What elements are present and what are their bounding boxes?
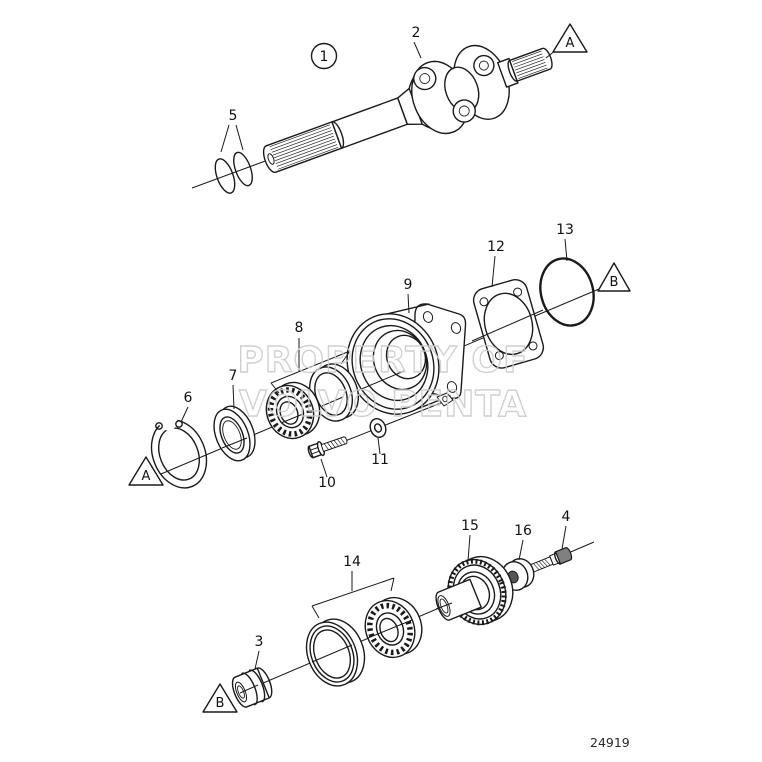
- bushing: [231, 667, 273, 708]
- drive-shaft: [262, 44, 553, 173]
- callout-12-label: 12: [487, 239, 505, 255]
- callout-10: 10: [318, 458, 336, 491]
- callout-2-label: 2: [412, 25, 421, 41]
- callout-9: 9: [404, 277, 413, 314]
- ref-marker-a-middle-label: A: [142, 469, 151, 484]
- screw: [530, 547, 573, 573]
- callout-7-label: 7: [229, 368, 238, 384]
- o-ring: [539, 257, 595, 327]
- callout-4: 4: [561, 509, 571, 550]
- callout-14: 14: [311, 554, 395, 619]
- center-line-through-bearing-bottom: [367, 619, 413, 639]
- watermark-line2: VOLVO PENTA: [239, 384, 527, 425]
- callout-6-label: 6: [184, 390, 193, 406]
- center-line-through-seal: [221, 437, 248, 449]
- callout-7: 7: [229, 368, 238, 410]
- flange-bolt: [307, 436, 348, 459]
- ref-marker-b-bottom-label: B: [216, 696, 225, 711]
- retaining-rings: [214, 151, 253, 194]
- callout-13: 13: [556, 222, 574, 262]
- callout-3: 3: [254, 634, 264, 670]
- callout-16: 16: [514, 523, 532, 561]
- ref-marker-a-middle: A: [128, 456, 164, 486]
- callout-3-label: 3: [255, 634, 264, 650]
- callout-8: 8: [270, 320, 351, 394]
- callout-13-label: 13: [556, 222, 574, 238]
- callout-1: 1: [310, 42, 338, 70]
- ref-marker-b-bottom: B: [202, 683, 238, 713]
- callout-8-label: 8: [295, 320, 304, 336]
- callout-1-label: 1: [320, 49, 329, 65]
- middle-assembly: A B 6 7 8 9 10 11: [128, 222, 631, 491]
- center-line-through-spacer: [321, 396, 344, 407]
- ref-marker-a-top: A: [552, 23, 588, 53]
- center-line-through-cup: [311, 644, 353, 663]
- center-line-through-gasket: [471, 309, 544, 342]
- bearing-housing: [346, 303, 467, 415]
- callout-2: 2: [412, 25, 422, 59]
- callout-15: 15: [461, 518, 479, 562]
- bottom-assembly: B 3 4 14 15 16: [202, 509, 595, 713]
- watermark: PROPERTY OF VOLVO PENTA: [237, 339, 529, 425]
- center-line-through-bushing: [239, 684, 259, 694]
- callout-10-label: 10: [318, 475, 336, 491]
- callout-12: 12: [487, 239, 505, 288]
- gasket: [472, 279, 545, 369]
- callout-5: 5: [220, 108, 244, 153]
- center-line-through-sleeve: [435, 602, 453, 610]
- snap-ring: [150, 411, 208, 489]
- watermark-line1: PROPERTY OF: [237, 340, 528, 381]
- callout-4-label: 4: [562, 509, 571, 525]
- callout-11-label: 11: [371, 452, 389, 468]
- callout-15-label: 15: [461, 518, 479, 534]
- callout-14-label: 14: [343, 554, 361, 570]
- center-line-top: [191, 159, 269, 189]
- ref-marker-a-top-label: A: [566, 36, 575, 51]
- center-line-through-housing: [351, 370, 405, 394]
- callout-16-label: 16: [514, 523, 532, 539]
- washer: [369, 418, 387, 438]
- universal-joint: [408, 44, 510, 135]
- callout-6: 6: [180, 390, 193, 423]
- center-line-through-bearing: [280, 413, 304, 424]
- top-assembly: A 1 2 5: [191, 23, 588, 194]
- callout-1-circle: [310, 42, 338, 70]
- gear-hub: [435, 555, 514, 626]
- ref-marker-b-middle-label: B: [610, 275, 619, 290]
- callout-5-label: 5: [229, 108, 238, 124]
- callout-11: 11: [371, 437, 389, 468]
- drawing-number: 24919: [590, 735, 630, 750]
- ref-marker-b-middle: B: [597, 262, 631, 292]
- callout-9-label: 9: [404, 277, 413, 293]
- roller-bearing: [265, 381, 321, 440]
